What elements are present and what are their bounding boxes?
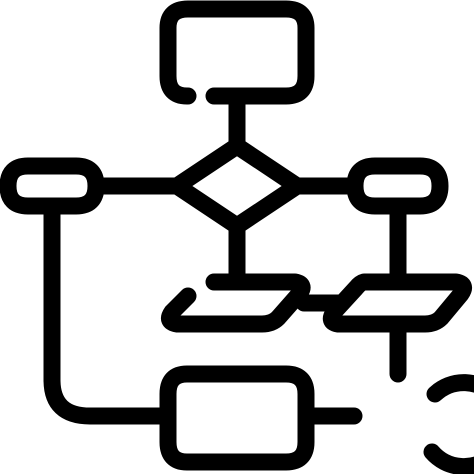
decision-diamond [168, 137, 306, 235]
input-output-right [322, 273, 472, 333]
left-terminator [0, 157, 105, 215]
connector-circle [423, 374, 474, 474]
right-terminator [346, 157, 449, 215]
connector-left-to-bottom [43, 197, 177, 425]
input-output-left [161, 273, 311, 333]
bottom-process-box [159, 365, 315, 471]
top-process-box [159, 0, 315, 105]
